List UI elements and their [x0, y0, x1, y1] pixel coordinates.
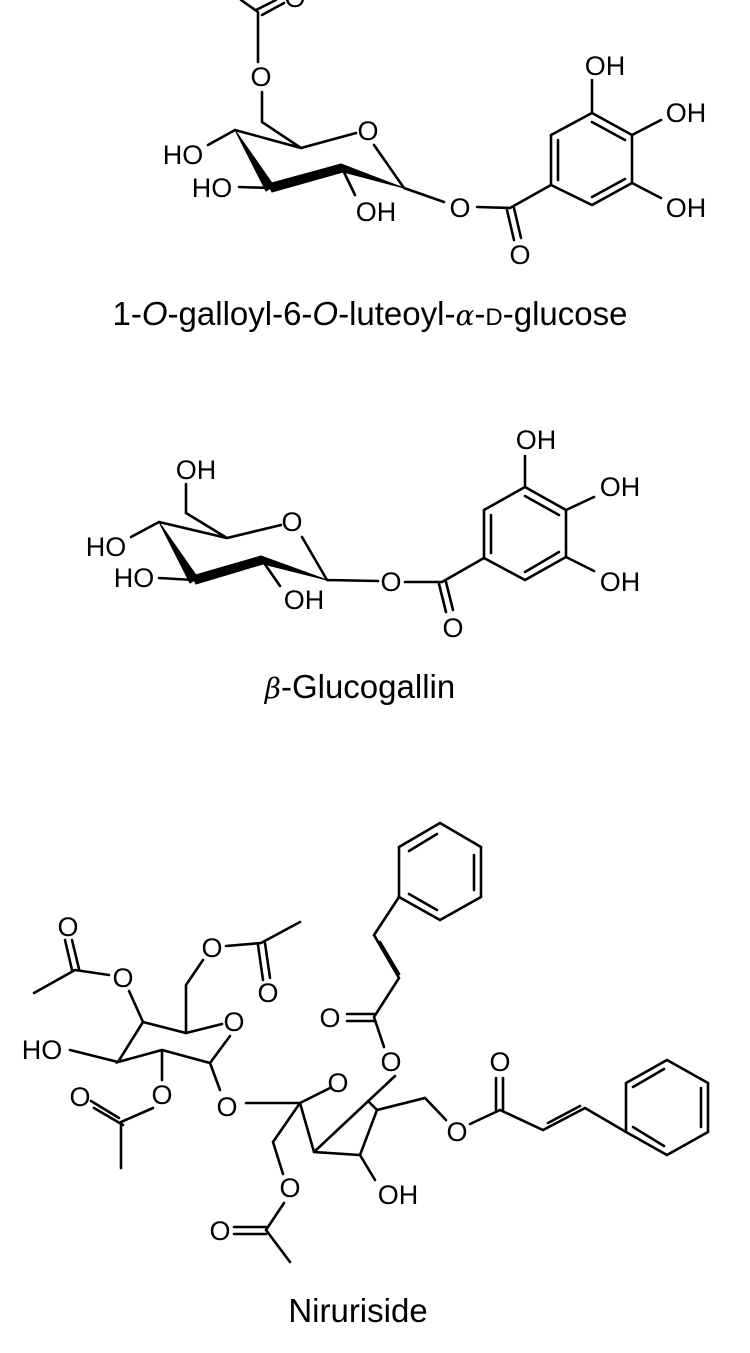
atom-label: O [201, 933, 222, 963]
atom-label: HO [114, 563, 155, 593]
atom-label: O [69, 1082, 90, 1112]
atom-label: O [279, 1173, 300, 1203]
atom-label: O [380, 567, 401, 597]
caption-beta-glucogallin: β-Glucogallin [264, 668, 455, 705]
atom-label: OH [600, 567, 641, 597]
atom-label: O [357, 116, 378, 146]
wedge-bond [260, 555, 328, 581]
atom-label: HO [22, 1035, 63, 1065]
atom-label: OH [585, 51, 626, 81]
wedge-bond [158, 521, 199, 584]
bonds [129, 454, 596, 614]
atom-label: HO [163, 140, 204, 170]
atom-label: OH [600, 472, 641, 502]
bonds [32, 821, 710, 1264]
caption-niruriside: Niruriside [288, 1292, 427, 1329]
atom-label: O [380, 1047, 401, 1077]
bold-bond [267, 163, 344, 193]
atom-label: O [284, 0, 305, 13]
atom-label: O [151, 1080, 172, 1110]
atom-label: O [449, 193, 470, 223]
atom-label: O [319, 1003, 340, 1033]
atom-label: OH [666, 98, 707, 128]
atom-label: O [250, 62, 271, 92]
caption-galloyl-luteoyl-glucose: 1-O-galloyl-6-O-luteoyl-α-D-glucose [113, 295, 628, 332]
wedge-bond [340, 163, 405, 189]
molecule-niruriside: O O O O O HO O O O O O O O O OH O O Niru… [22, 821, 710, 1329]
atom-label: HO [192, 173, 233, 203]
atom-label: OH [356, 197, 397, 227]
atom-label: O [216, 1092, 237, 1122]
bonds [206, 0, 663, 242]
molecule-galloyl-luteoyl-glucose: O O HO HO O OH O O OH OH OH 1-O-galloyl-… [113, 0, 707, 332]
atom-label: O [257, 978, 278, 1008]
atom-label: HO [86, 532, 127, 562]
atom-label: O [112, 963, 133, 993]
atom-label: O [281, 507, 302, 537]
atom-label: OH [516, 425, 557, 455]
bold-bond [191, 555, 264, 585]
atom-label: O [327, 1068, 348, 1098]
atom-label: OH [284, 585, 325, 615]
atom-label: OH [666, 193, 707, 223]
atom-label: O [57, 912, 78, 942]
atom-label: O [442, 613, 463, 643]
atom-label: OH [378, 1180, 419, 1210]
atom-label: O [223, 1007, 244, 1037]
atom-label: O [489, 1047, 510, 1077]
atom-label: O [509, 240, 530, 270]
atom-label: OH [176, 455, 217, 485]
molecule-beta-glucogallin: OH HO HO O OH O O OH OH OH β-Glucogallin [86, 425, 641, 705]
atom-label: O [446, 1117, 467, 1147]
atom-label: O [209, 1216, 230, 1246]
